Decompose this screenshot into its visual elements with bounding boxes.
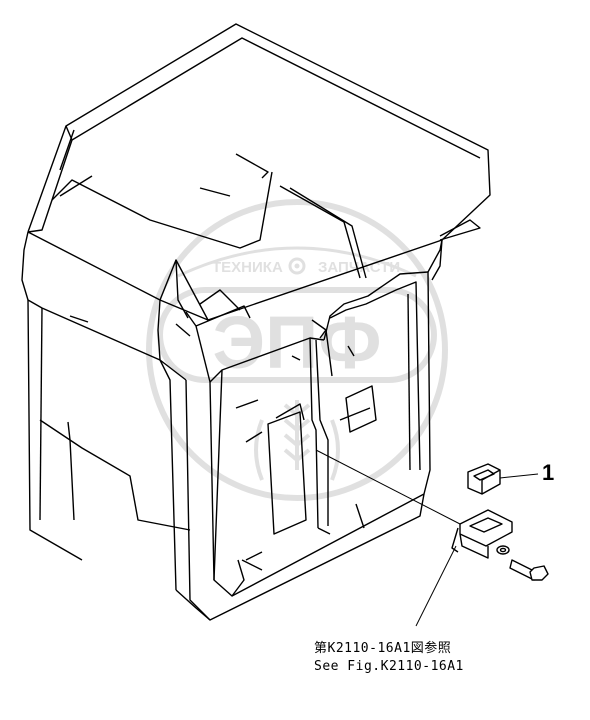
watermark-top-left-text: ТЕХНИКА [212,259,283,276]
bolt [509,559,549,581]
leader-lines [315,449,539,627]
reference-note-en: See Fig.K2110-16A1 [314,659,464,674]
washer [496,545,510,555]
washer-hole [499,547,507,553]
watermark-arc [177,246,417,278]
watermark: ТЕХНИКА ЗАПЧАСТИ ЭПФ [146,199,448,501]
callout-1-leader [499,473,539,479]
roof-outline [27,23,491,241]
callout-1-number: 1 [542,460,554,485]
bracket-recess [469,517,503,533]
watermark-outer-ring [146,199,448,501]
cab-housing [21,23,491,621]
gear-icon [288,257,306,275]
watermark-top-right-text: ЗАПЧАСТИ [318,259,400,276]
mounting-bracket [451,509,513,559]
assembly-leader [315,449,461,525]
reference-note-jp: 第K2110-16A1図参照 [314,640,451,656]
part-1-switch-cover [467,463,501,495]
bolt-head [529,565,549,581]
reference-leader [415,545,457,627]
